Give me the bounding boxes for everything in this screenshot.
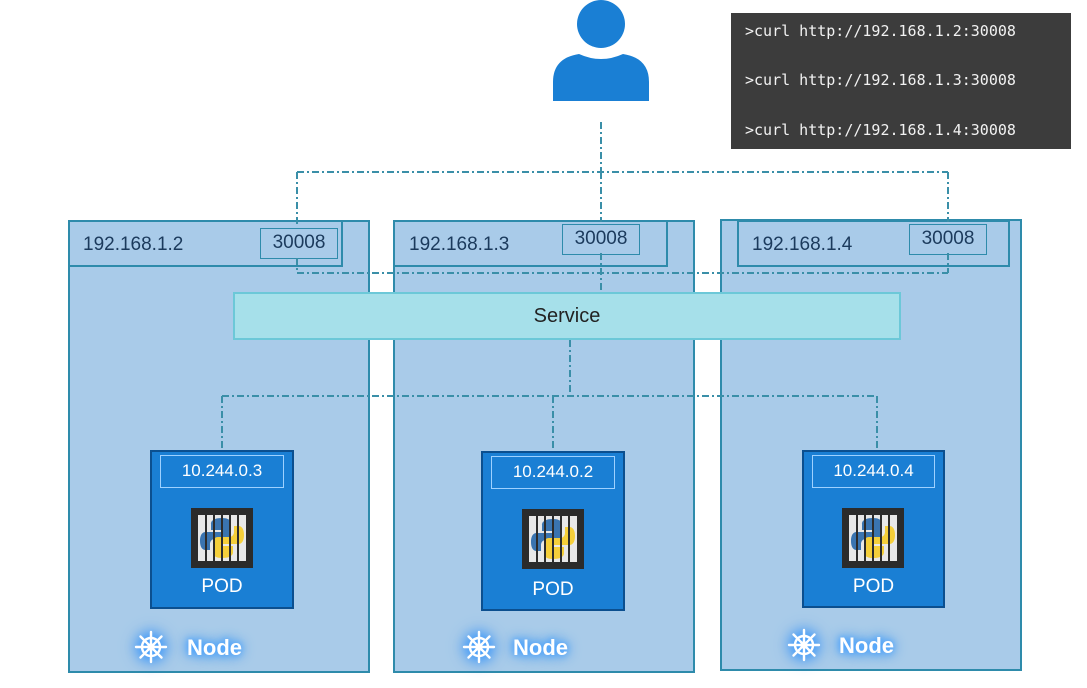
node-label: Node [839, 633, 894, 658]
pod-label: POD [852, 576, 895, 597]
node-port-label: 30008 [260, 228, 338, 259]
node-label: Node [513, 635, 568, 660]
pod-label: POD [201, 576, 243, 597]
curl-command-3: >curl http://192.168.1.4:30008 [745, 121, 1016, 139]
pod-ip-label: 10.244.0.2 [491, 456, 615, 489]
python-container-icon [522, 509, 584, 569]
node-label-group-1: Node [134, 628, 264, 668]
kubernetes-helm-icon [787, 628, 821, 662]
user-icon [553, 0, 649, 101]
curl-command-1: >curl http://192.168.1.2:30008 [745, 22, 1016, 40]
pod-1: 10.244.0.3 POD [150, 450, 294, 609]
node-label-group-2: Node [462, 628, 592, 668]
node-label-group-3: Node [787, 626, 917, 666]
node-header-1: 192.168.1.2 30008 [68, 220, 343, 267]
pod-2: 10.244.0.2 POD [481, 451, 625, 611]
kubernetes-helm-icon [462, 630, 496, 664]
kubernetes-helm-icon [134, 630, 168, 664]
curl-command-2: >curl http://192.168.1.3:30008 [745, 71, 1016, 89]
pod-label: POD [532, 579, 574, 600]
node-header-2: 192.168.1.3 30008 [393, 220, 668, 267]
node-label: Node [187, 635, 242, 660]
pod-ip-label: 10.244.0.4 [812, 455, 935, 488]
terminal-window: >curl http://192.168.1.2:30008 >curl htt… [731, 13, 1071, 149]
node-ip-label: 192.168.1.4 [752, 234, 853, 255]
pod-3: 10.244.0.4 POD [802, 450, 945, 608]
pod-ip-label: 10.244.0.3 [160, 455, 284, 488]
python-container-icon [842, 508, 904, 568]
python-container-icon [191, 508, 253, 568]
service-bar: Service [233, 292, 901, 340]
node-ip-label: 192.168.1.3 [409, 234, 510, 255]
node-ip-label: 192.168.1.2 [83, 234, 184, 255]
